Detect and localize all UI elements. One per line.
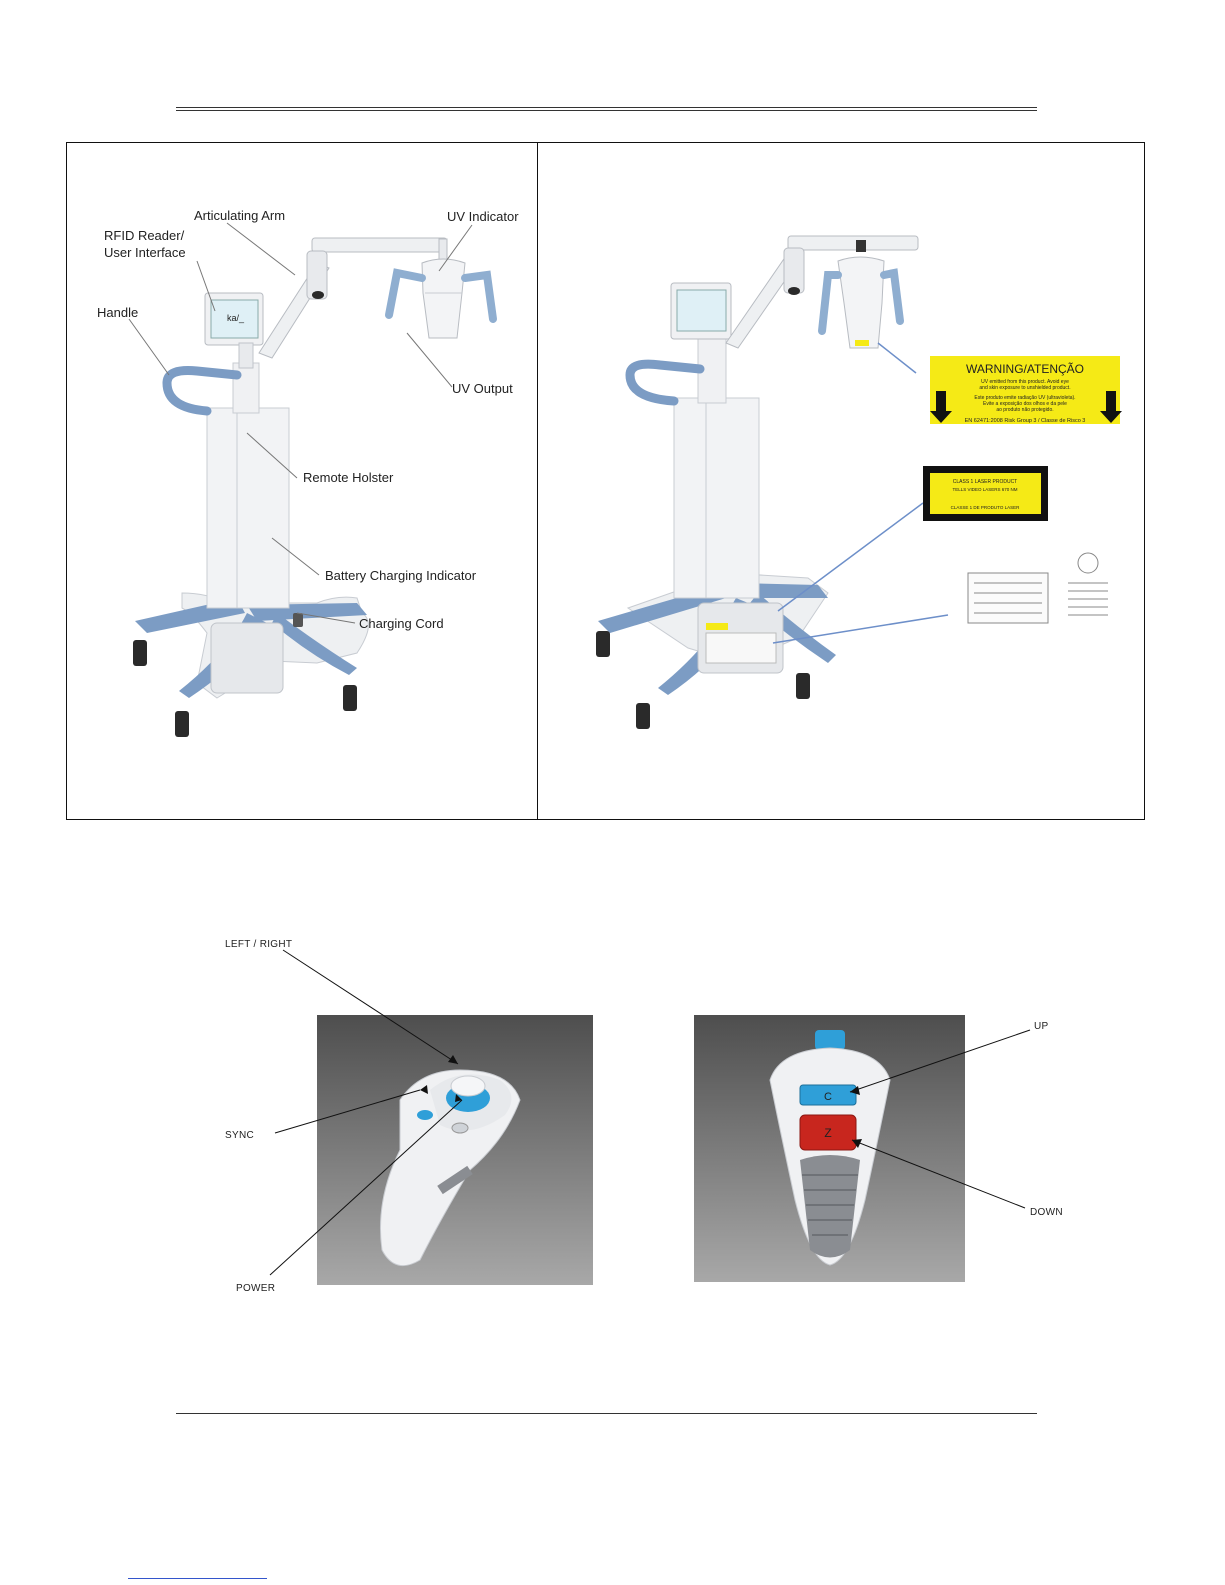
warning-line3: Este produto emite radiação UV (ultravio… [974,395,1075,401]
leader-lines [128,222,473,624]
remote-callout-lines [269,949,1031,1276]
label-articulating-arm: Articulating Arm [194,208,285,223]
remote-label-power: POWER [236,1283,275,1294]
label-remote-holster: Remote Holster [303,470,394,485]
screen-logo: ka/_ [227,313,245,323]
cart-illustration: ka/_ Articulating Arm UV Indicator RFID … [97,208,519,737]
callout-lines [772,342,949,644]
warning-footer: EN 62471:2008 Risk Group 3 / Classe de R… [965,418,1086,424]
footer-link-underline [128,1578,267,1579]
label-battery-charging-indicator: Battery Charging Indicator [325,568,477,583]
label-uv-indicator: UV Indicator [447,209,519,224]
label-rfid-reader-line2: User Interface [104,245,186,260]
label-uv-output: UV Output [452,381,513,396]
remote-label-up: UP [1034,1021,1049,1032]
remote-label-sync: SYNC [225,1130,254,1141]
warning-title: WARNING/ATENÇÃO [966,362,1084,376]
button-c-label: C [824,1091,832,1103]
label-charging-cord: Charging Cord [359,616,444,631]
cart-labels-illustration: WARNING/ATENÇÃO UV emitted from this pro… [596,235,1122,729]
button-z-label: Z [824,1126,831,1140]
warning-line5: ao produto não protegido. [996,407,1053,413]
remote-callout-arrows [420,1055,862,1148]
remote-label-down: DOWN [1030,1207,1063,1218]
label-handle: Handle [97,305,138,320]
laser-line3: CLASSE 1 DE PRODUTO LASER [951,505,1020,510]
product-labels-panel: WARNING/ATENÇÃO UV emitted from this pro… [538,143,1144,819]
system-figure: ka/_ Articulating Arm UV Indicator RFID … [66,142,1145,820]
label-rfid-reader-line1: RFID Reader/ [104,228,185,243]
footer-rule [176,1413,1037,1414]
device-info-label [967,552,1108,624]
panel-divider [537,143,538,819]
header-rule [176,107,1037,111]
laser-line1: CLASS 1 LASER PRODUCT [953,479,1017,485]
remote-label-left-right: LEFT / RIGHT [225,939,292,950]
warning-line2: and skin exposure to unshielded product. [979,385,1070,391]
labelled-cart-panel: ka/_ Articulating Arm UV Indicator RFID … [67,143,537,819]
warning-line1: UV emitted from this product. Avoid eye [981,379,1069,385]
uv-warning-label: WARNING/ATENÇÃO UV emitted from this pro… [930,356,1122,424]
warning-line4: Evite a exposição dos olhos e da pele [983,401,1067,407]
laser-line2: TELLS VIDEO LASERS 670 NM [952,487,1017,492]
laser-product-label: CLASS 1 LASER PRODUCT TELLS VIDEO LASERS… [923,466,1048,521]
remote-controls-figure: C Z LEFT / RIGHT SYNC POWER UP DOWN [225,939,1063,1294]
